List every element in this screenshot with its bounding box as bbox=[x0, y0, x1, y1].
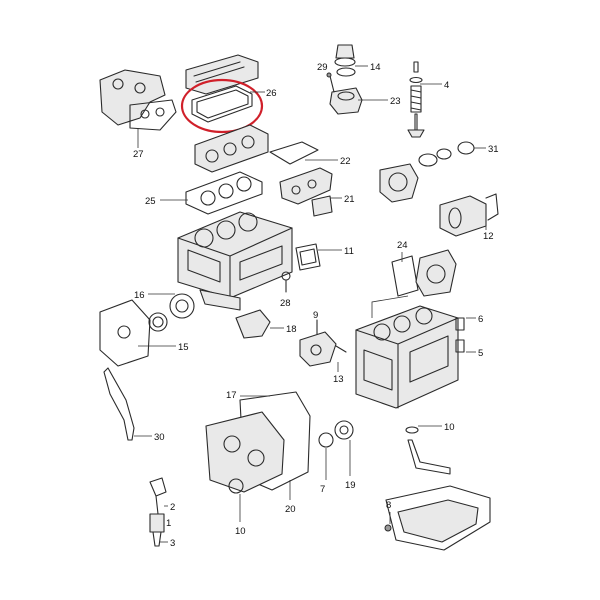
callout-1: 1 bbox=[166, 518, 171, 529]
part-drain-plug bbox=[281, 271, 291, 293]
callout-25: 25 bbox=[145, 196, 156, 207]
part-oil-pump bbox=[299, 319, 347, 367]
part-dipstick bbox=[103, 367, 135, 441]
callout-4: 4 bbox=[444, 80, 449, 91]
callout-28: 28 bbox=[280, 298, 291, 309]
part-valve-group bbox=[407, 61, 425, 138]
callout-31: 22 bbox=[340, 156, 351, 167]
callout-9: 9 bbox=[313, 310, 318, 321]
callout-26: 26 bbox=[266, 88, 277, 99]
part-starter-motor bbox=[439, 193, 499, 237]
part-thermostat-group bbox=[326, 44, 363, 115]
part-oil-pan bbox=[384, 485, 491, 551]
callout-29: 29 bbox=[317, 62, 328, 73]
part-head-cover bbox=[185, 54, 259, 95]
part-injector-group bbox=[149, 477, 167, 547]
part-dowel-pins bbox=[455, 317, 465, 353]
callout-30: 30 bbox=[154, 432, 165, 443]
part-side-cover bbox=[295, 243, 321, 271]
callout-16: 16 bbox=[134, 290, 145, 301]
part-water-pump bbox=[379, 141, 475, 203]
red-highlight-circle bbox=[180, 78, 264, 134]
callout-23: 23 bbox=[390, 96, 401, 107]
part-oil-pipe bbox=[405, 426, 451, 475]
part-front-seal bbox=[228, 478, 244, 494]
callout-20: 20 bbox=[285, 504, 296, 515]
callout-24: 24 bbox=[397, 240, 408, 251]
callout-11: 11 bbox=[344, 246, 354, 257]
callout-3: 3 bbox=[170, 538, 175, 549]
callout-13: 13 bbox=[333, 374, 344, 385]
callout-7: 10 bbox=[444, 422, 455, 433]
part-rear-plate bbox=[99, 299, 151, 367]
part-oil-seal bbox=[148, 293, 195, 332]
part-intake-manifold bbox=[279, 167, 333, 217]
callout-18: 18 bbox=[286, 324, 297, 335]
callout-10a: 19 bbox=[345, 480, 356, 491]
callout-15: 15 bbox=[178, 342, 189, 353]
part-cylinder-head bbox=[194, 124, 269, 173]
part-head-cover-gasket bbox=[191, 85, 253, 123]
part-head-gasket bbox=[185, 171, 263, 215]
callout-5: 5 bbox=[478, 348, 483, 359]
callout-19: 7 bbox=[320, 484, 325, 495]
callout-22: 31 bbox=[488, 144, 499, 155]
part-rocker-cover-gasket bbox=[269, 141, 319, 165]
part-cylinder-block-lower bbox=[355, 305, 459, 409]
callout-27: 27 bbox=[133, 149, 144, 160]
callout-8: 8 bbox=[386, 500, 391, 511]
callout-6: 6 bbox=[478, 314, 483, 325]
part-gear-case bbox=[205, 391, 311, 493]
part-cylinder-block bbox=[177, 211, 293, 311]
part-bracket bbox=[235, 309, 271, 339]
callout-17: 17 bbox=[226, 390, 237, 401]
callout-21: 21 bbox=[344, 194, 355, 205]
part-exhaust-manifold bbox=[99, 69, 177, 131]
callout-2: 2 bbox=[170, 502, 175, 513]
callout-12: 12 bbox=[483, 231, 494, 242]
part-seals-right bbox=[318, 420, 354, 448]
callout-14: 14 bbox=[370, 62, 381, 73]
callout-10b: 10 bbox=[235, 526, 246, 537]
part-rear-housing bbox=[391, 249, 457, 297]
